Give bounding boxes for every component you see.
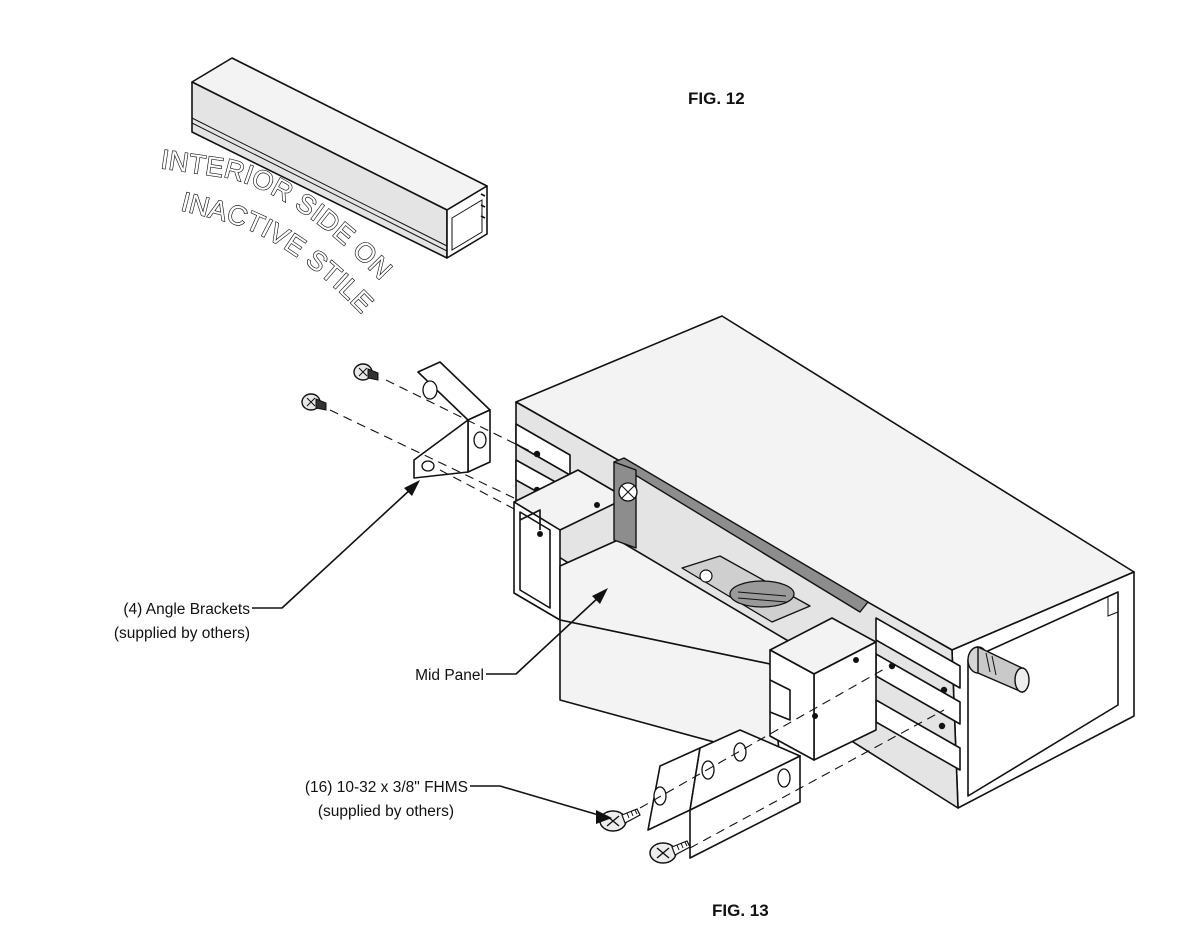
mid-panel bbox=[513, 457, 869, 761]
callout-leaders bbox=[252, 480, 612, 824]
angle-bracket-upper bbox=[413, 361, 491, 479]
spindle-shaft bbox=[967, 645, 1030, 694]
interior-stile-cover bbox=[191, 57, 488, 259]
fig13-label: FIG. 13 bbox=[712, 901, 769, 920]
angle-brackets-label: (4) Angle Brackets bbox=[123, 601, 250, 618]
mid-panel-label: Mid Panel bbox=[415, 667, 484, 684]
right-u-channel bbox=[769, 617, 877, 761]
fig12-label: FIG. 12 bbox=[688, 89, 745, 108]
assembly-guide-lines bbox=[329, 379, 945, 849]
angle-bracket-lower bbox=[647, 729, 801, 859]
angle-brackets-sublabel: (supplied by others) bbox=[114, 625, 250, 642]
screws-sublabel: (supplied by others) bbox=[318, 803, 454, 820]
screws-label: (16) 10-32 x 3/8" FHMS bbox=[305, 779, 468, 796]
